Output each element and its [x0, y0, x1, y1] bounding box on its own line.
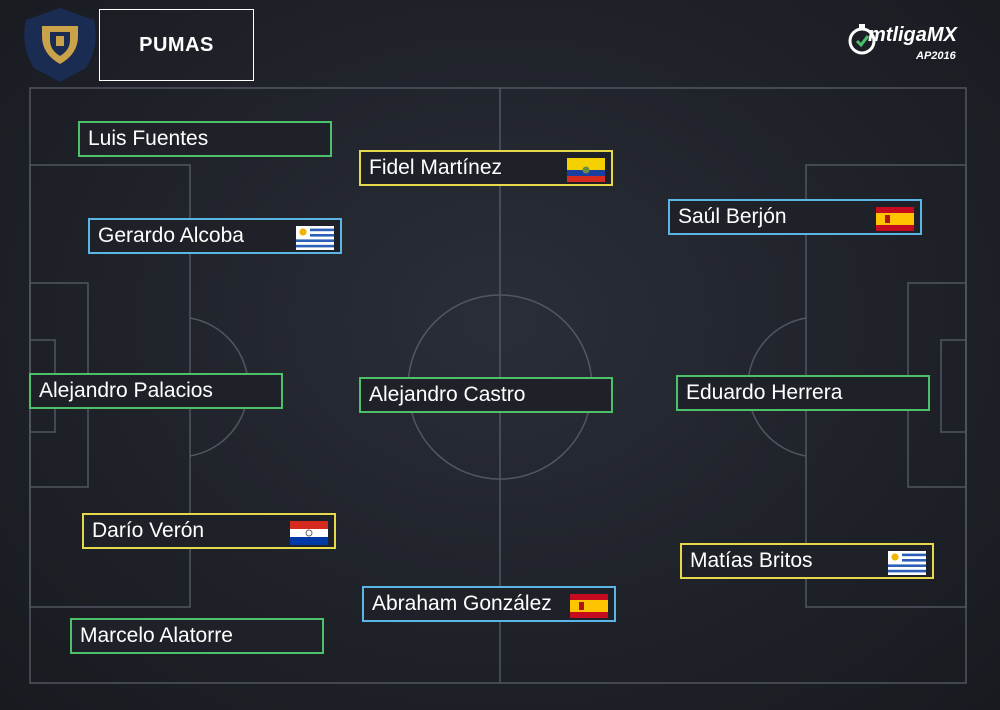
ecuador-flag-icon: [567, 158, 605, 182]
player-card: Marcelo Alatorre: [70, 618, 324, 654]
player-card: Matías Britos: [680, 543, 934, 579]
player-card: Abraham González: [362, 586, 616, 622]
spain-flag-icon: [570, 594, 608, 618]
player-card: Eduardo Herrera: [676, 375, 930, 411]
player-name: Luis Fuentes: [88, 127, 209, 150]
player-name: Gerardo Alcoba: [98, 224, 244, 247]
player-card: Alejandro Palacios: [29, 373, 283, 409]
player-name: Darío Verón: [92, 519, 205, 542]
player-card: Darío Verón: [82, 513, 336, 549]
player-name: Alejandro Palacios: [39, 379, 213, 402]
spain-flag-icon: [876, 207, 914, 231]
uruguay-flag-icon: [296, 226, 334, 250]
paraguay-flag-icon: [290, 521, 328, 545]
team-name: PUMAS: [139, 33, 214, 56]
player-name: Abraham González: [372, 592, 552, 615]
stopwatch-icon: [848, 24, 876, 55]
player-card: Alejandro Castro: [359, 377, 613, 413]
team-name-box: PUMAS: [99, 9, 254, 81]
player-name: Marcelo Alatorre: [80, 624, 233, 647]
season-label: AP2016: [916, 50, 956, 62]
logo-text: mtligaMX: [868, 24, 957, 46]
player-name: Saúl Berjón: [678, 205, 787, 228]
player-card: Fidel Martínez: [359, 150, 613, 186]
player-name: Alejandro Castro: [369, 383, 526, 406]
player-card: Gerardo Alcoba: [88, 218, 342, 254]
player-name: Matías Britos: [690, 549, 813, 572]
player-name: Eduardo Herrera: [686, 381, 843, 404]
pumas-crest-icon: [24, 8, 96, 82]
player-card: Saúl Berjón: [668, 199, 922, 235]
player-name: Fidel Martínez: [369, 156, 503, 179]
liga-mx-logo: mtligaMX AP2016: [848, 20, 978, 70]
player-card: Luis Fuentes: [78, 121, 332, 157]
uruguay-flag-icon: [888, 551, 926, 575]
